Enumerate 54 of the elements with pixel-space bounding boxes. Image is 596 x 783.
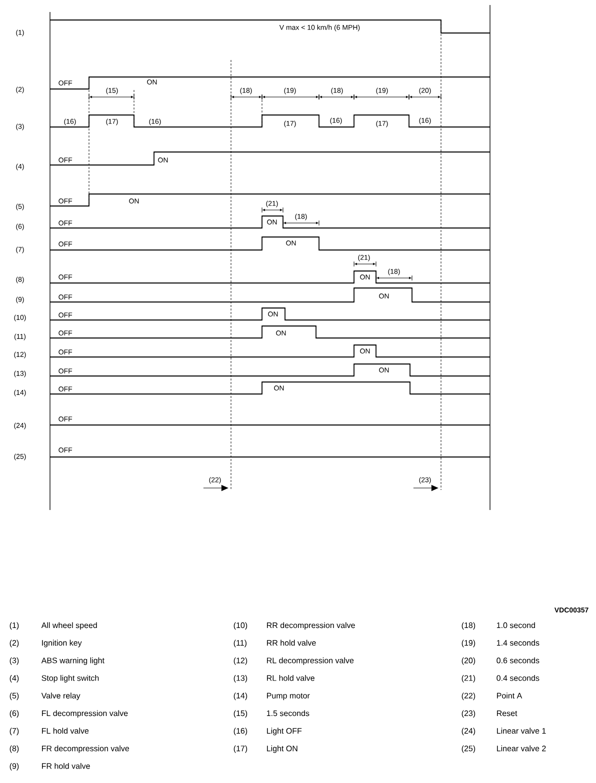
legend-number: (15) xyxy=(234,710,248,718)
legend-number: (6) xyxy=(10,710,19,718)
legend-number: (22) xyxy=(462,692,476,700)
leader-arrow xyxy=(203,485,228,491)
legend-text: 0.6 seconds xyxy=(496,657,540,664)
legend-text: Reset xyxy=(497,710,518,716)
legend-number: (19) xyxy=(462,640,476,648)
legend-text: Linear valve 1 xyxy=(497,728,546,734)
legend-text: FL decompression valve xyxy=(42,710,128,718)
legend-number: (14) xyxy=(234,692,248,700)
leader-arrow xyxy=(413,485,438,491)
legend-text: 1.4 seconds xyxy=(496,640,540,646)
legend-text: Valve relay xyxy=(41,692,80,700)
legend-text: 1.5 seconds xyxy=(266,710,310,716)
legend-text: Light ON xyxy=(267,745,298,753)
legend-number: (8) xyxy=(10,745,19,753)
legend-number: (2) xyxy=(10,640,19,648)
legend-text: RR hold valve xyxy=(267,640,316,646)
marker-line xyxy=(440,20,442,490)
legend-number: (3) xyxy=(10,657,19,665)
legend-number: (16) xyxy=(234,728,248,736)
legend-number: (17) xyxy=(234,745,248,753)
legend-text: Pump motor xyxy=(267,692,310,700)
legend-number: (10) xyxy=(234,622,248,630)
legend-text: RL hold valve xyxy=(267,675,314,681)
legend-text: Light OFF xyxy=(267,728,302,736)
legend-number: (23) xyxy=(462,710,476,718)
legend-number: (1) xyxy=(10,622,19,630)
legend-number: (12) xyxy=(234,657,248,665)
legend-text: All wheel speed xyxy=(41,622,97,630)
legend-text: FR decompression valve xyxy=(42,745,129,753)
legend-text: FR hold valve xyxy=(42,763,90,769)
legend-text: 1.0 second xyxy=(496,622,535,628)
legend-number: (11) xyxy=(234,640,246,648)
legend-number: (7) xyxy=(10,728,19,736)
legend-number: (20) xyxy=(462,657,476,665)
legend-number: (4) xyxy=(10,675,19,682)
legend-number: (24) xyxy=(462,728,476,736)
legend-number: (9) xyxy=(10,763,19,770)
legend-text: Point A xyxy=(497,692,522,698)
legend-text: Linear valve 2 xyxy=(497,745,546,752)
legend-text: Stop light switch xyxy=(42,675,99,682)
legend-number: (13) xyxy=(234,675,248,682)
legend-number: (5) xyxy=(10,692,19,700)
legend-text: RL decompression valve xyxy=(267,657,354,665)
legend-text: FL hold valve xyxy=(42,728,89,734)
legend-text: RR decompression valve xyxy=(267,622,355,630)
legend-text: 0.4 seconds xyxy=(496,675,540,681)
legend-number: (21) xyxy=(462,675,476,682)
legend-number: (25) xyxy=(462,745,476,753)
legend-number: (18) xyxy=(462,622,476,630)
legend-text: Ignition key xyxy=(42,640,82,648)
marker-line xyxy=(230,60,232,490)
legend-text: ABS warning light xyxy=(41,657,104,665)
